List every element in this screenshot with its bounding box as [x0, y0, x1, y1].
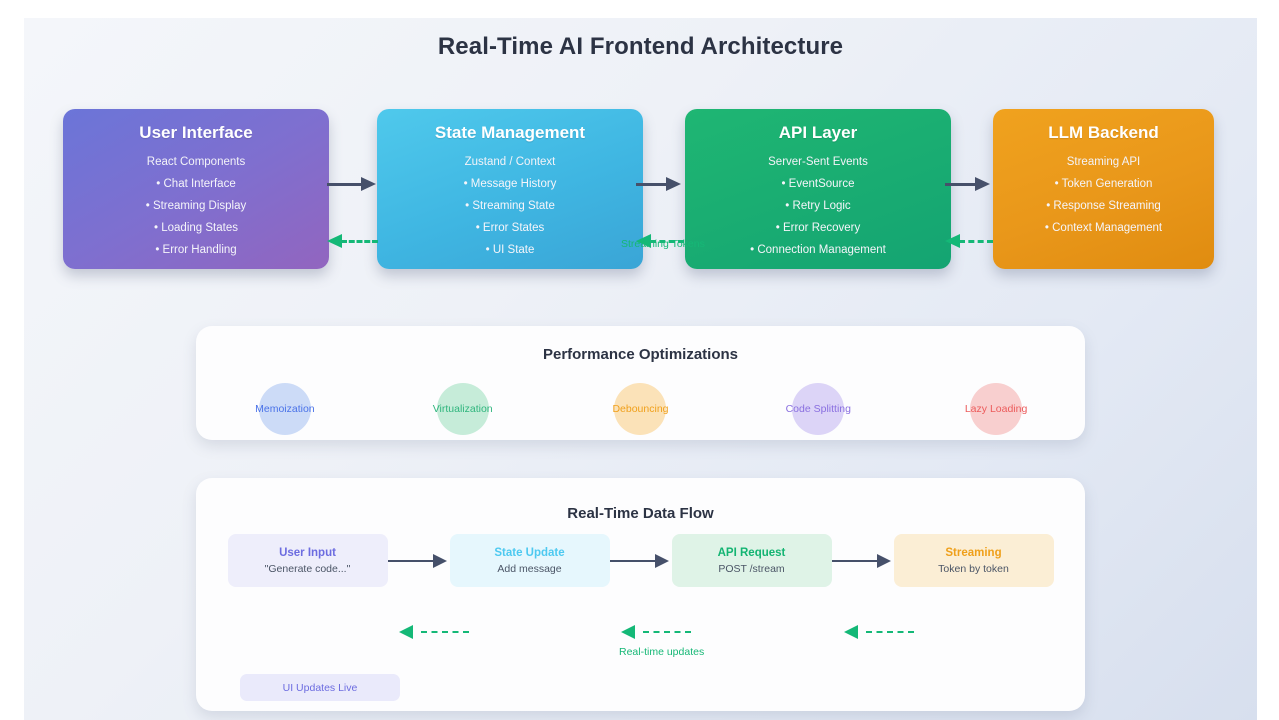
arch-card-llm-backend[interactable]: LLM Backend Streaming API • Token Genera…: [993, 109, 1214, 269]
card-item: • Error Handling: [155, 244, 237, 256]
perf-items-row: Memoization Virtualization Debouncing Co…: [196, 382, 1085, 436]
card-subtitle: React Components: [146, 156, 246, 168]
card-subtitle: Streaming API: [1066, 156, 1141, 168]
real-time-updates-label: Real-time updates: [619, 646, 705, 658]
arch-card-state-management[interactable]: State Management Zustand / Context • Mes…: [377, 109, 643, 269]
perf-item-label: Virtualization: [432, 403, 493, 415]
flow-step-subtitle: POST /stream: [718, 562, 785, 575]
card-item: • Streaming Display: [145, 200, 247, 212]
flow-step-state-update[interactable]: State Update Add message: [449, 534, 610, 587]
card-title: User Interface: [139, 123, 253, 142]
perf-item-virtualization[interactable]: Virtualization: [388, 382, 538, 436]
ui-updates-live-badge[interactable]: UI Updates Live: [240, 674, 400, 701]
arch-card-user-interface[interactable]: User Interface React Components • Chat I…: [63, 109, 329, 269]
perf-item-debouncing[interactable]: Debouncing: [565, 382, 715, 436]
card-item: • Retry Logic: [785, 200, 851, 212]
perf-circle-icon: [970, 383, 1023, 435]
ui-updates-live-label: UI Updates Live: [282, 681, 358, 694]
perf-item-memoization[interactable]: Memoization: [210, 382, 360, 436]
card-subtitle: Zustand / Context: [464, 156, 556, 168]
arch-card-api-layer[interactable]: API Layer Server-Sent Events • EventSour…: [685, 109, 951, 269]
perf-item-label: Code Splitting: [785, 403, 851, 415]
card-title: State Management: [434, 123, 586, 142]
flow-step-streaming[interactable]: Streaming Token by token: [893, 534, 1054, 587]
page-title: Real-Time AI Frontend Architecture: [437, 33, 844, 60]
flow-step-user-input[interactable]: User Input "Generate code...": [227, 534, 388, 587]
flow-step-title: State Update: [494, 546, 565, 559]
diagram-canvas: Real-Time AI Frontend Architecture User …: [24, 18, 1257, 720]
perf-item-code-splitting[interactable]: Code Splitting: [743, 382, 893, 436]
flow-step-subtitle: "Generate code...": [264, 562, 351, 575]
flow-step-title: User Input: [279, 546, 336, 559]
perf-item-lazy-loading[interactable]: Lazy Loading: [921, 382, 1071, 436]
flow-step-api-request[interactable]: API Request POST /stream: [671, 534, 832, 587]
flow-step-subtitle: Token by token: [938, 562, 1009, 575]
card-item: • Chat Interface: [156, 178, 236, 190]
card-subtitle: Server-Sent Events: [768, 156, 868, 168]
flow-step-title: Streaming: [945, 546, 1002, 559]
card-item: • Context Management: [1044, 222, 1163, 234]
card-item: • Streaming State: [465, 200, 555, 212]
flow-panel-title: Real-Time Data Flow: [567, 505, 714, 522]
card-item: • Error Recovery: [775, 222, 861, 234]
perf-circle-icon: [614, 383, 667, 435]
card-item: • EventSource: [781, 178, 855, 190]
perf-circle-icon: [436, 383, 489, 435]
perf-panel-title: Performance Optimizations: [542, 346, 739, 363]
perf-circle-icon: [258, 383, 311, 435]
flow-forward-arrow: [831, 553, 894, 569]
card-item: • Token Generation: [1054, 178, 1153, 190]
card-item: • UI State: [485, 244, 535, 256]
performance-optimizations-panel: Performance Optimizations Memoization Vi…: [196, 326, 1085, 440]
flow-forward-arrow: [387, 553, 450, 569]
perf-item-label: Debouncing: [612, 403, 669, 415]
card-item: • Response Streaming: [1046, 200, 1161, 212]
card-item: • Loading States: [154, 222, 238, 234]
perf-circle-icon: [792, 383, 845, 435]
card-title: LLM Backend: [1048, 123, 1159, 142]
perf-item-label: Memoization: [255, 403, 315, 415]
flow-step-subtitle: Add message: [497, 562, 562, 575]
flow-return-arrow: [621, 625, 691, 640]
streaming-tokens-label: Streaming Tokens: [621, 238, 705, 250]
flow-return-arrow: [399, 625, 469, 640]
flow-forward-arrow: [609, 553, 672, 569]
flow-return-arrow: [844, 625, 914, 640]
card-title: API Layer: [778, 123, 858, 142]
flow-step-title: API Request: [717, 546, 786, 559]
card-item: • Message History: [463, 178, 557, 190]
flow-steps-row: User Input "Generate code..." State Upda…: [196, 534, 1085, 587]
card-item: • Error States: [475, 222, 545, 234]
real-time-data-flow-panel: Real-Time Data Flow User Input "Generate…: [196, 478, 1085, 711]
card-item: • Connection Management: [750, 244, 886, 256]
perf-item-label: Lazy Loading: [964, 403, 1028, 415]
